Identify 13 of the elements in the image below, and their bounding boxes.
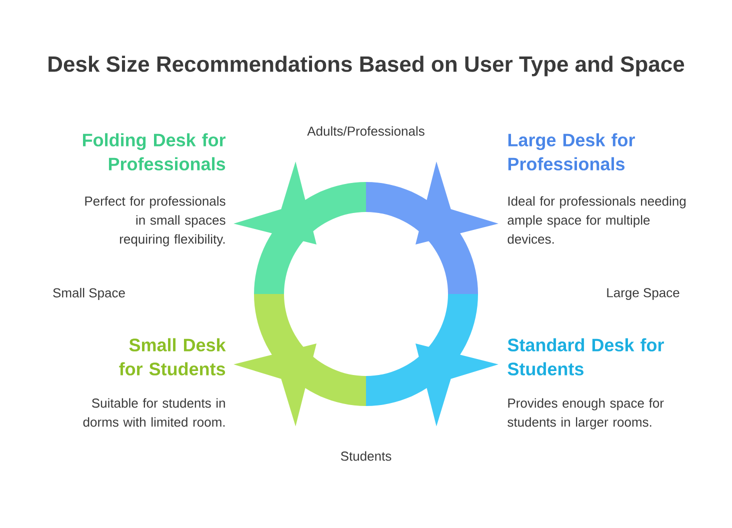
quadrant-heading: Standard Desk for Students bbox=[508, 338, 664, 376]
axis-label: Adults/Professionals bbox=[307, 126, 424, 136]
quadrant-heading: Large Desk for Professionals bbox=[508, 133, 635, 170]
axis-label: Small Space bbox=[53, 288, 125, 300]
quadrant-description: Provides enough space for students in larger rooms. bbox=[508, 398, 664, 430]
axis-label: Students bbox=[340, 451, 392, 461]
quadrant-description: Ideal for professionals needing ample space for multiple devices. bbox=[508, 196, 686, 244]
quadrant-description: Perfect for professionals in small spaces requiring flexibility. bbox=[85, 196, 226, 246]
quadrant-heading: Folding Desk for Professionals bbox=[83, 133, 226, 170]
quadrant-heading: Small Desk for Students bbox=[119, 338, 226, 376]
quadrant-description: Suitable for students in dorms with limited room. bbox=[83, 398, 225, 427]
axis-label: Large Space bbox=[607, 288, 680, 300]
title: Desk Size Recommendations Based on User Type and Space bbox=[48, 56, 684, 76]
